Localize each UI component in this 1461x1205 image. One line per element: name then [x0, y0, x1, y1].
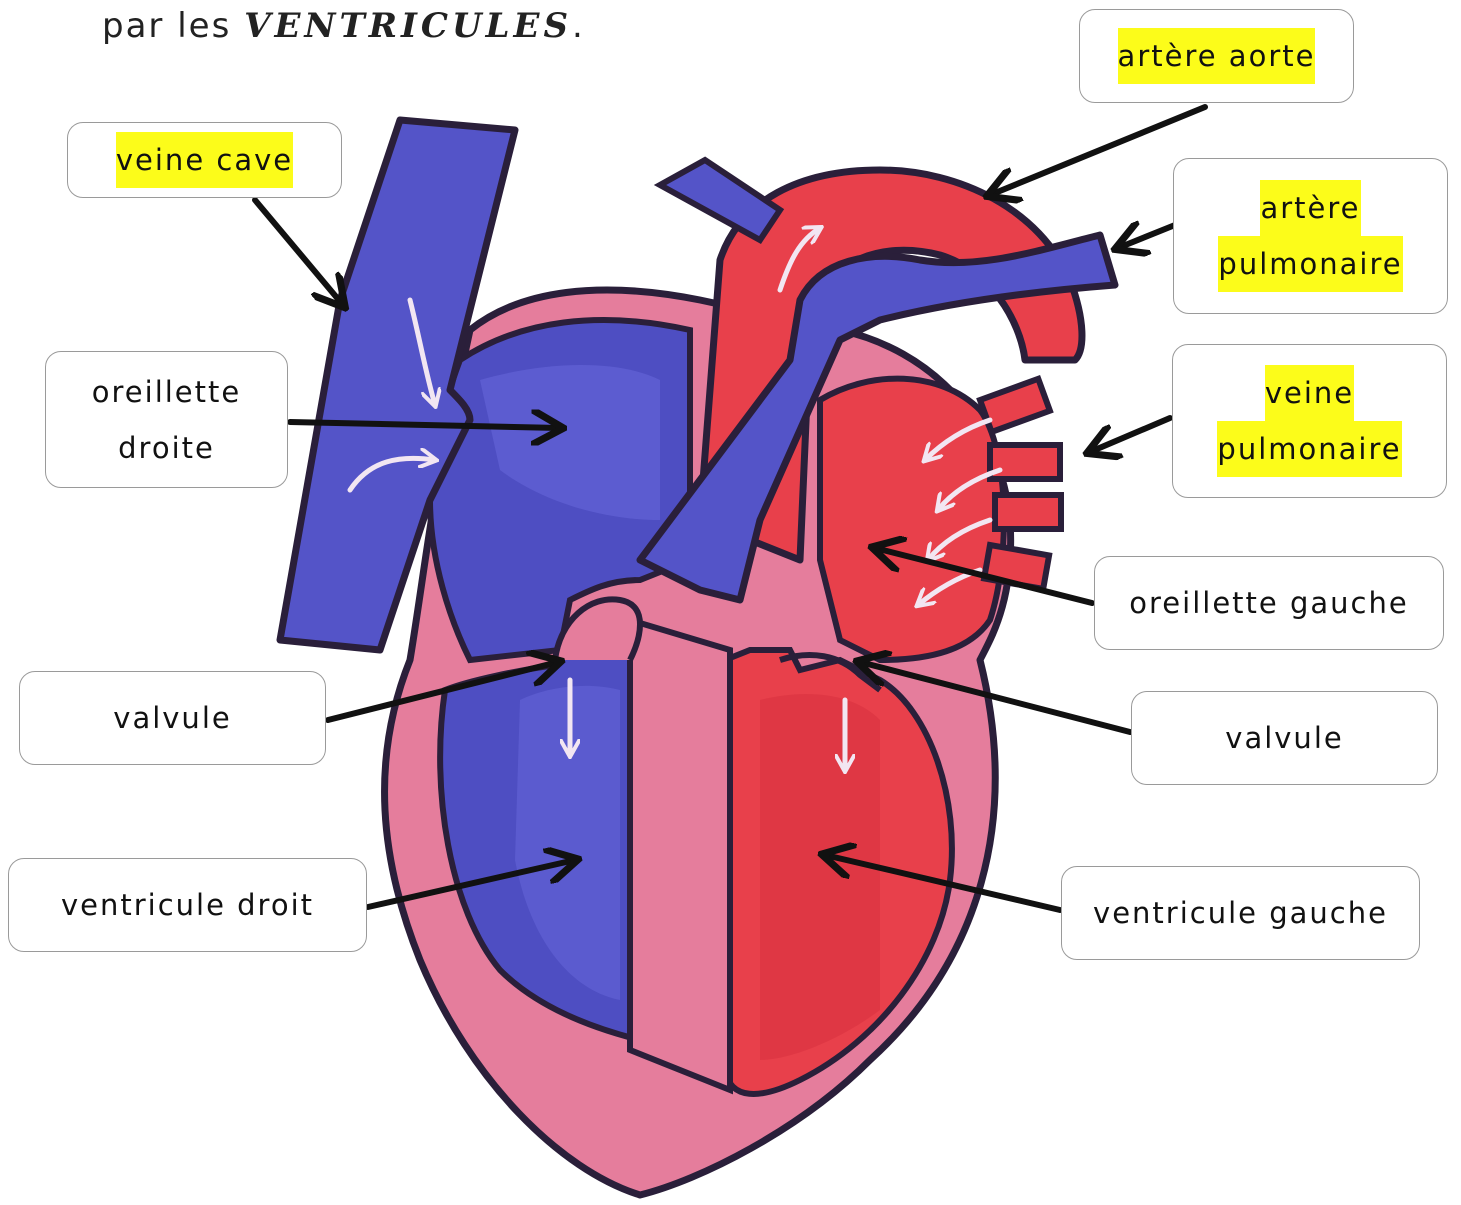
label-text-line1: artère [1260, 180, 1360, 236]
label-ventricule-gauche: ventricule gauche [1061, 866, 1420, 960]
label-text-line2: pulmonaire [1218, 236, 1402, 292]
label-text: ventricule gauche [1093, 885, 1388, 941]
label-text: ventricule droit [61, 877, 314, 933]
label-veine-cave: veine cave [67, 122, 342, 198]
label-valvule-left: valvule [19, 671, 326, 765]
label-artere-aorte: artère aorte [1079, 9, 1354, 103]
label-oreillette-gauche: oreillette gauche [1094, 556, 1444, 650]
label-text: oreillette gauche [1129, 575, 1408, 631]
label-text-line1: veine [1265, 365, 1354, 421]
label-ventricule-droit: ventricule droit [8, 858, 367, 952]
label-text: artère aorte [1118, 28, 1316, 84]
label-text-line2: droite [118, 420, 215, 476]
label-text-line1: oreillette [92, 364, 241, 420]
label-artere-pulmonaire: artère pulmonaire [1173, 158, 1448, 314]
label-veine-pulmonaire: veine pulmonaire [1172, 344, 1447, 498]
left-atrium-chamber [820, 379, 1004, 660]
label-text: valvule [113, 690, 231, 746]
label-text-line2: pulmonaire [1217, 421, 1401, 477]
label-text: valvule [1225, 710, 1343, 766]
label-text: veine cave [116, 132, 293, 188]
label-oreillette-droite: oreillette droite [45, 351, 288, 488]
label-valvule-right: valvule [1131, 691, 1438, 785]
